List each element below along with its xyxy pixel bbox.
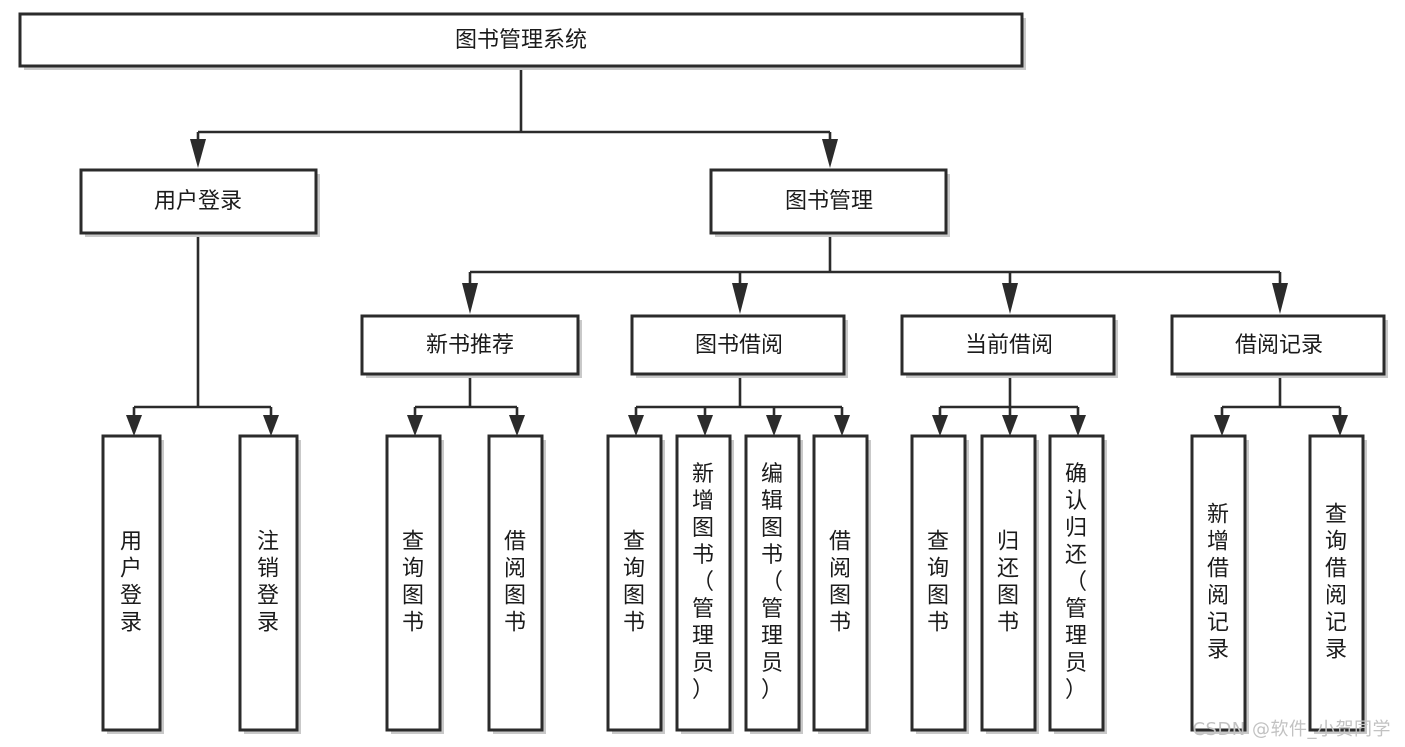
leaf-user-logout-label: 注销登录 [257, 530, 279, 636]
node-book-borrow[interactable]: 图书借阅 [630, 314, 848, 378]
node-root-label: 图书管理系统 [455, 28, 587, 53]
arrow-to-leaf-borrow-book-2 [834, 415, 850, 436]
leaf-add-record-label: 新增借阅记录 [1207, 503, 1229, 663]
node-new-book-recommend[interactable]: 新书推荐 [360, 314, 582, 378]
leaf-query-book-2-rect [606, 434, 663, 732]
node-current-borrow-rect [900, 314, 1116, 376]
leaf-user-logout[interactable]: 注销登录 [238, 434, 301, 734]
leaf-borrow-book-2-rect [812, 434, 869, 732]
leaf-add-book-label: 新增图书（管理员） [692, 462, 714, 703]
arrow-to-borrow-record [1272, 283, 1288, 314]
leaf-edit-book-rect [744, 434, 801, 732]
node-book-manage-label: 图书管理 [785, 189, 873, 214]
arrow-to-leaf-confirm-return [1070, 415, 1086, 436]
node-borrow-record-rect [1170, 314, 1386, 376]
connector-layer [126, 66, 1348, 436]
leaf-user-logout-rect [238, 434, 299, 732]
node-root[interactable]: 图书管理系统 [18, 12, 1026, 70]
arrow-to-current-borrow [1002, 283, 1018, 314]
node-borrow-record[interactable]: 借阅记录 [1170, 314, 1388, 378]
leaf-user-login[interactable]: 用户登录 [101, 434, 164, 734]
leaf-borrow-book-2-label: 借阅图书 [829, 530, 851, 636]
leaf-query-book-1-rect [385, 434, 442, 732]
arrow-to-book-manage [822, 139, 838, 168]
leaf-query-record[interactable]: 查询借阅记录 [1308, 434, 1367, 734]
arrow-to-leaf-query-book-1 [407, 415, 423, 436]
leaf-borrow-book-2[interactable]: 借阅图书 [812, 434, 871, 734]
node-user-login-rect [79, 168, 318, 235]
leaf-query-record-label: 查询借阅记录 [1325, 503, 1347, 663]
node-book-manage[interactable]: 图书管理 [709, 168, 950, 237]
arrow-to-leaf-query-book-2 [628, 415, 644, 436]
leaf-query-book-3[interactable]: 查询图书 [910, 434, 969, 734]
arrow-to-book-borrow [732, 283, 748, 314]
leaf-return-book-label: 归还图书 [997, 530, 1019, 636]
leaf-user-login-label: 用户登录 [120, 530, 142, 636]
leaf-confirm-return-label: 确认归还（管理员） [1065, 462, 1087, 703]
leaf-add-record[interactable]: 新增借阅记录 [1190, 434, 1249, 734]
node-borrow-record-label: 借阅记录 [1235, 333, 1323, 358]
leaf-return-book-rect [980, 434, 1037, 732]
leaf-query-record-rect [1308, 434, 1365, 732]
leaf-edit-book-label: 编辑图书（管理员） [761, 462, 783, 703]
arrow-to-leaf-query-record [1332, 415, 1348, 436]
node-user-login-label: 用户登录 [154, 189, 242, 214]
arrow-to-leaf-user-logout [263, 415, 279, 436]
arrow-to-leaf-return-book [1002, 415, 1018, 436]
leaf-add-record-rect [1190, 434, 1247, 732]
arrow-to-leaf-add-record [1214, 415, 1230, 436]
leaf-borrow-book-1[interactable]: 借阅图书 [487, 434, 546, 734]
arrow-to-leaf-add-book [697, 415, 713, 436]
leaf-user-login-rect [101, 434, 162, 732]
leaf-edit-book[interactable]: 编辑图书（管理员） [744, 434, 803, 734]
node-current-borrow-label: 当前借阅 [965, 333, 1053, 358]
leaf-confirm-return[interactable]: 确认归还（管理员） [1048, 434, 1107, 734]
node-book-borrow-label: 图书借阅 [695, 333, 783, 358]
leaf-query-book-1[interactable]: 查询图书 [385, 434, 444, 734]
node-book-borrow-rect [630, 314, 846, 376]
leaf-confirm-return-rect [1048, 434, 1105, 732]
leaf-query-book-3-label: 查询图书 [927, 530, 949, 636]
arrow-to-leaf-borrow-book-1 [509, 415, 525, 436]
node-book-manage-rect [709, 168, 948, 235]
leaf-query-book-2-label: 查询图书 [623, 530, 645, 636]
leaf-return-book[interactable]: 归还图书 [980, 434, 1039, 734]
leaf-add-book[interactable]: 新增图书（管理员） [675, 434, 734, 734]
leaf-add-book-rect [675, 434, 732, 732]
arrow-to-leaf-user-login [126, 415, 142, 436]
leaf-query-book-3-rect [910, 434, 967, 732]
node-new-book-recommend-label: 新书推荐 [426, 333, 514, 358]
leaf-query-book-1-label: 查询图书 [402, 530, 424, 636]
node-user-login[interactable]: 用户登录 [79, 168, 320, 237]
node-current-borrow[interactable]: 当前借阅 [900, 314, 1118, 378]
arrow-to-new-book-recommend [462, 283, 478, 314]
arrow-to-leaf-query-book-3 [932, 415, 948, 436]
arrow-to-user-login [190, 139, 206, 168]
leaf-borrow-book-1-label: 借阅图书 [504, 530, 526, 636]
leaf-query-book-2[interactable]: 查询图书 [606, 434, 665, 734]
node-root-rect [18, 12, 1024, 68]
arrow-to-leaf-edit-book [766, 415, 782, 436]
leaf-borrow-book-1-rect [487, 434, 544, 732]
node-new-book-recommend-rect [360, 314, 580, 376]
